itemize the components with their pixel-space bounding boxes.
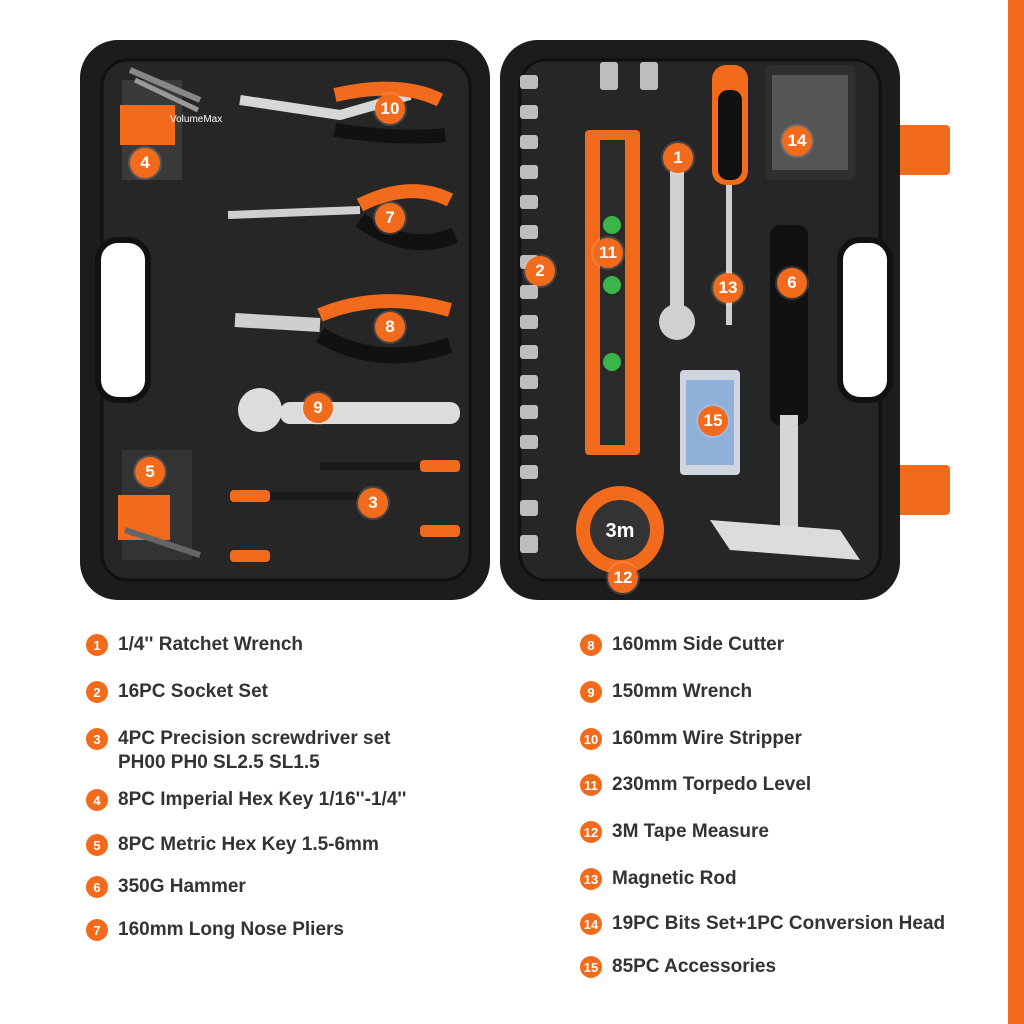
legend-number: 14	[580, 913, 602, 935]
legend-item-4: 4 8PC Imperial Hex Key 1/16''-1/4''	[86, 788, 406, 812]
case-badge-13: 13	[713, 273, 743, 303]
brand-print: VolumeMax	[170, 114, 222, 125]
legend-item-8: 8 160mm Side Cutter	[580, 633, 784, 657]
legend-label: 1/4'' Ratchet Wrench	[118, 634, 304, 655]
legend-label: Magnetic Rod	[612, 868, 737, 889]
case-badge-8: 8	[375, 312, 405, 342]
legend-number: 4	[86, 789, 108, 811]
case-badge-1: 1	[663, 143, 693, 173]
case-badge-6: 6	[777, 268, 807, 298]
legend-item-11: 11 230mm Torpedo Level	[580, 773, 811, 797]
legend-number: 13	[580, 868, 602, 890]
magnetic-rod	[712, 65, 748, 325]
legend-item-9: 9 150mm Wrench	[580, 680, 752, 704]
case-badge-4: 4	[130, 148, 160, 178]
legend-label: 8PC Imperial Hex Key 1/16''-1/4''	[118, 789, 407, 810]
latch-bottom	[895, 465, 950, 515]
legend-label: 3M Tape Measure	[612, 821, 769, 842]
legend-item-10: 10 160mm Wire Stripper	[580, 727, 802, 751]
legend-item-3: 3 4PC Precision screwdriver set PH00 PH0…	[86, 727, 390, 775]
legend-label: 19PC Bits Set+1PC Conversion Head	[612, 913, 946, 934]
legend-item-1: 1 1/4'' Ratchet Wrench	[86, 633, 303, 657]
latch-top	[895, 125, 950, 175]
legend-number: 8	[580, 634, 602, 656]
case-badge-12: 12	[608, 563, 638, 593]
legend-label: 85PC Accessories	[612, 956, 777, 977]
long-nose-pliers	[227, 184, 459, 251]
torpedo-level	[585, 130, 640, 455]
legend-label: 160mm Side Cutter	[612, 634, 785, 655]
legend-label-subline: PH00 PH0 SL2.5 SL1.5	[118, 752, 320, 773]
legend-number: 6	[86, 876, 108, 898]
precision-screwdrivers	[230, 460, 460, 562]
handle-right	[837, 237, 893, 403]
case-badge-14: 14	[782, 126, 812, 156]
legend-item-5: 5 8PC Metric Hex Key 1.5-6mm	[86, 833, 379, 857]
legend-number: 9	[580, 681, 602, 703]
handle-left	[95, 237, 151, 403]
tape-measure: 3m	[576, 486, 664, 574]
legend-number: 5	[86, 834, 108, 856]
legend-number: 10	[580, 728, 602, 750]
legend-item-7: 7 160mm Long Nose Pliers	[86, 918, 344, 942]
tape-reading: 3m	[606, 520, 635, 542]
legend-item-2: 2 16PC Socket Set	[86, 680, 268, 704]
legend-label: 160mm Long Nose Pliers	[118, 919, 344, 940]
legend-number: 3	[86, 728, 108, 750]
legend-item-6: 6 350G Hammer	[86, 875, 246, 899]
legend-item-15: 15 85PC Accessories	[580, 955, 776, 979]
legend-label: 8PC Metric Hex Key 1.5-6mm	[118, 834, 379, 855]
legend-label: 4PC Precision screwdriver set PH00 PH0 S…	[118, 727, 390, 775]
legend-label: 150mm Wrench	[612, 681, 753, 702]
legend-label: 160mm Wire Stripper	[612, 728, 802, 749]
bit-set	[765, 65, 855, 180]
legend-item-14: 14 19PC Bits Set+1PC Conversion Head	[580, 912, 945, 936]
case-badge-10: 10	[375, 94, 405, 124]
side-cutter	[234, 294, 453, 364]
legend-label: 16PC Socket Set	[118, 681, 268, 702]
ratchet-wrench	[659, 165, 695, 340]
legend-number: 12	[580, 821, 602, 843]
legend-label: 350G Hammer	[118, 876, 246, 897]
case-badge-11: 11	[593, 238, 623, 268]
brand-stripe	[1008, 0, 1024, 1024]
legend-label: 230mm Torpedo Level	[612, 774, 812, 795]
legend-item-12: 12 3M Tape Measure	[580, 820, 769, 844]
case-badge-5: 5	[135, 457, 165, 487]
legend-number: 11	[580, 774, 602, 796]
legend-number: 1	[86, 634, 108, 656]
legend-item-13: 13 Magnetic Rod	[580, 867, 737, 891]
case-badge-3: 3	[358, 488, 388, 518]
legend-number: 2	[86, 681, 108, 703]
legend-number: 7	[86, 919, 108, 941]
case-badge-9: 9	[303, 393, 333, 423]
case-badge-7: 7	[375, 203, 405, 233]
tool-case-illustration: 3m VolumeMax	[80, 40, 950, 600]
legend-label-line: 4PC Precision screwdriver set	[118, 728, 391, 749]
case-badge-2: 2	[525, 256, 555, 286]
case-badge-15: 15	[698, 406, 728, 436]
tool-case: 3m VolumeMax 1 2 3 4 5 6 7 8 9 10 11 12 …	[80, 40, 960, 600]
legend-number: 15	[580, 956, 602, 978]
